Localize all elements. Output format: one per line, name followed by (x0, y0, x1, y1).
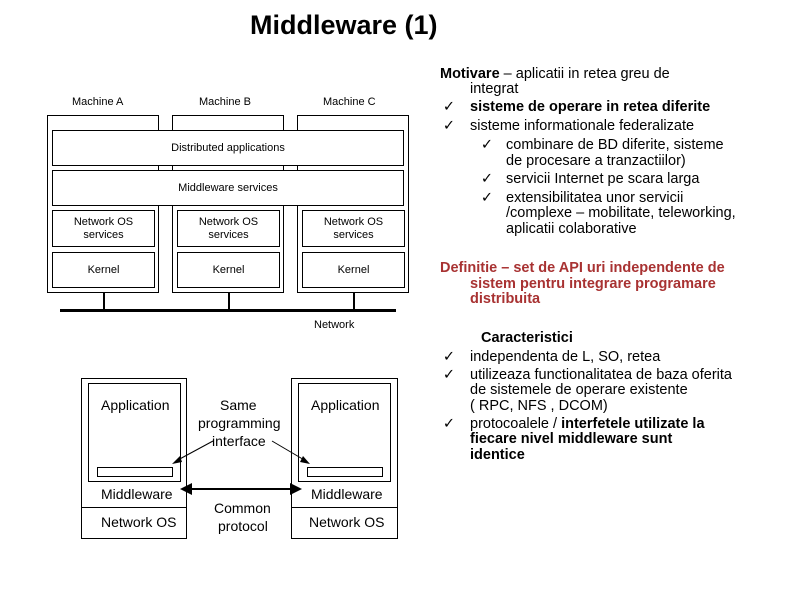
left-middleware-label: Middleware (101, 486, 173, 502)
sub-item-1: ✓ combinare de BD diferite, sisteme de p… (440, 137, 796, 172)
network-os-services-a: Network OS services (52, 210, 155, 247)
kernel-c: Kernel (302, 252, 405, 288)
right-interface-arrow (271, 440, 307, 462)
right-interface-arrowhead (300, 456, 310, 464)
slide-text-column: Motivare – aplicatii in retea greu de in… (440, 66, 796, 464)
common-protocol-label-line1: Common (214, 500, 271, 516)
distributed-applications-layer: Distributed applications (52, 130, 404, 166)
caracteristici-text: Caracteristici (481, 329, 573, 346)
definitie-line1: Definitie – set de API uri independente … (440, 260, 725, 276)
kernel-b-label: Kernel (212, 263, 245, 276)
check-icon: ✓ (480, 137, 494, 153)
slide-title: Middleware (1) (250, 10, 438, 40)
left-network-os-label: Network OS (101, 514, 177, 530)
middleware-services-layer: Middleware services (52, 170, 404, 206)
caracteristici-item-3-line2: fiecare nivel middleware sunt (470, 431, 673, 447)
caracteristici-item-2-line1: utilizeaza functionalitatea de baza ofer… (470, 366, 732, 383)
caracteristici-item-2-line2: de sistemele de operare existente (470, 382, 688, 398)
caracteristici-item-2: ✓ utilizeaza functionalitatea de baza of… (440, 366, 796, 417)
caracteristici-item-3-prefix: protocoalele / (470, 415, 562, 432)
motivare-line: Motivare – aplicatii in retea greu de (440, 66, 796, 82)
bullet-item-2: ✓ sisteme informationale federalizate (440, 118, 796, 138)
network-os-services-c: Network OS services (302, 210, 405, 247)
common-protocol-arrowhead-left (180, 483, 192, 495)
network-line (60, 309, 396, 312)
caracteristici-item-1: ✓ independenta de L, SO, retea (440, 348, 796, 368)
motivare-label: Motivare (440, 66, 500, 82)
sub-item-2: ✓ servicii Internet pe scara larga (440, 170, 796, 191)
motivare-text: – aplicatii in retea greu de (499, 66, 670, 82)
network-os-services-a-label: Network OS services (73, 215, 134, 241)
right-interface-slot (307, 467, 383, 477)
kernel-a: Kernel (52, 252, 155, 288)
distributed-applications-label: Distributed applications (171, 141, 285, 154)
common-protocol-label-line2: protocol (218, 518, 268, 534)
left-application-box (88, 383, 181, 482)
kernel-c-label: Kernel (337, 263, 370, 276)
machine-a-label: Machine A (72, 96, 124, 108)
kernel-a-label: Kernel (87, 263, 120, 276)
right-application-box (298, 383, 391, 482)
sub-item-3: ✓ extensibilitatea unor servicii /comple… (440, 189, 796, 238)
sub-item-3-line3: aplicatii colaborative (506, 220, 637, 237)
motivare-line2: integrat (440, 81, 796, 100)
sub-item-1-line2: de procesare a tranzactiilor) (506, 152, 686, 169)
network-os-services-b: Network OS services (177, 210, 280, 247)
caracteristici-item-1-text: independenta de L, SO, retea (470, 348, 661, 365)
network-label: Network (314, 319, 355, 331)
check-icon: ✓ (442, 348, 456, 365)
right-middleware-label: Middleware (311, 486, 383, 502)
middleware-protocol-diagram (81, 378, 398, 539)
right-network-os-label: Network OS (309, 514, 385, 530)
bullet-item-1-text: sisteme de operare in retea diferite (470, 99, 711, 115)
kernel-b: Kernel (177, 252, 280, 288)
check-icon: ✓ (442, 366, 456, 383)
caracteristici-item-2-line3: ( RPC, NFS , DCOM) (470, 397, 608, 414)
left-interface-arrowhead (172, 456, 182, 464)
caracteristici-item-3: ✓ protocoalele / interfetele utilizate l… (440, 415, 796, 464)
network-os-services-c-label: Network OS services (323, 215, 384, 241)
network-connector-b (228, 293, 230, 310)
bullet-item-2-text: sisteme informationale federalizate (470, 118, 695, 134)
definitie-block: Definitie – set de API uri independente … (440, 260, 796, 308)
caracteristici-item-3-line3: identice (470, 446, 525, 463)
caracteristici-heading: Caracteristici (440, 329, 796, 350)
check-icon: ✓ (442, 118, 456, 134)
same-interface-label-line3: interface (212, 433, 266, 449)
definitie-line2: sistem pentru integrare programare (470, 275, 716, 292)
sub-item-2-text: servicii Internet pe scara larga (506, 170, 700, 187)
right-application-label: Application (311, 397, 380, 413)
caracteristici-item-3-bold: interfetele utilizate la (561, 415, 705, 432)
machine-c-label: Machine C (323, 96, 376, 108)
left-interface-arrow (175, 440, 214, 462)
network-connector-c (353, 293, 355, 310)
left-application-label: Application (101, 397, 170, 413)
left-interface-slot (97, 467, 173, 477)
common-protocol-arrowhead-right (290, 483, 302, 495)
check-icon: ✓ (480, 189, 494, 206)
sub-item-1-line1: combinare de BD diferite, sisteme (506, 137, 724, 153)
check-icon: ✓ (442, 99, 456, 115)
same-interface-label-line2: programming (198, 415, 281, 431)
sub-item-3-line1: extensibilitatea unor servicii (506, 189, 684, 206)
check-icon: ✓ (442, 415, 456, 432)
machine-b-label: Machine B (199, 96, 251, 108)
check-icon: ✓ (480, 170, 494, 187)
bullet-item-1: ✓ sisteme de operare in retea diferite (440, 99, 796, 119)
motivare-text-2: integrat (470, 81, 519, 97)
network-connector-a (103, 293, 105, 310)
middleware-services-label: Middleware services (178, 181, 278, 194)
network-os-services-b-label: Network OS services (198, 215, 259, 241)
sub-item-3-line2: /complexe – mobilitate, teleworking, (506, 205, 736, 221)
same-interface-label-line1: Same (220, 397, 257, 413)
definitie-line3: distribuita (470, 291, 541, 307)
